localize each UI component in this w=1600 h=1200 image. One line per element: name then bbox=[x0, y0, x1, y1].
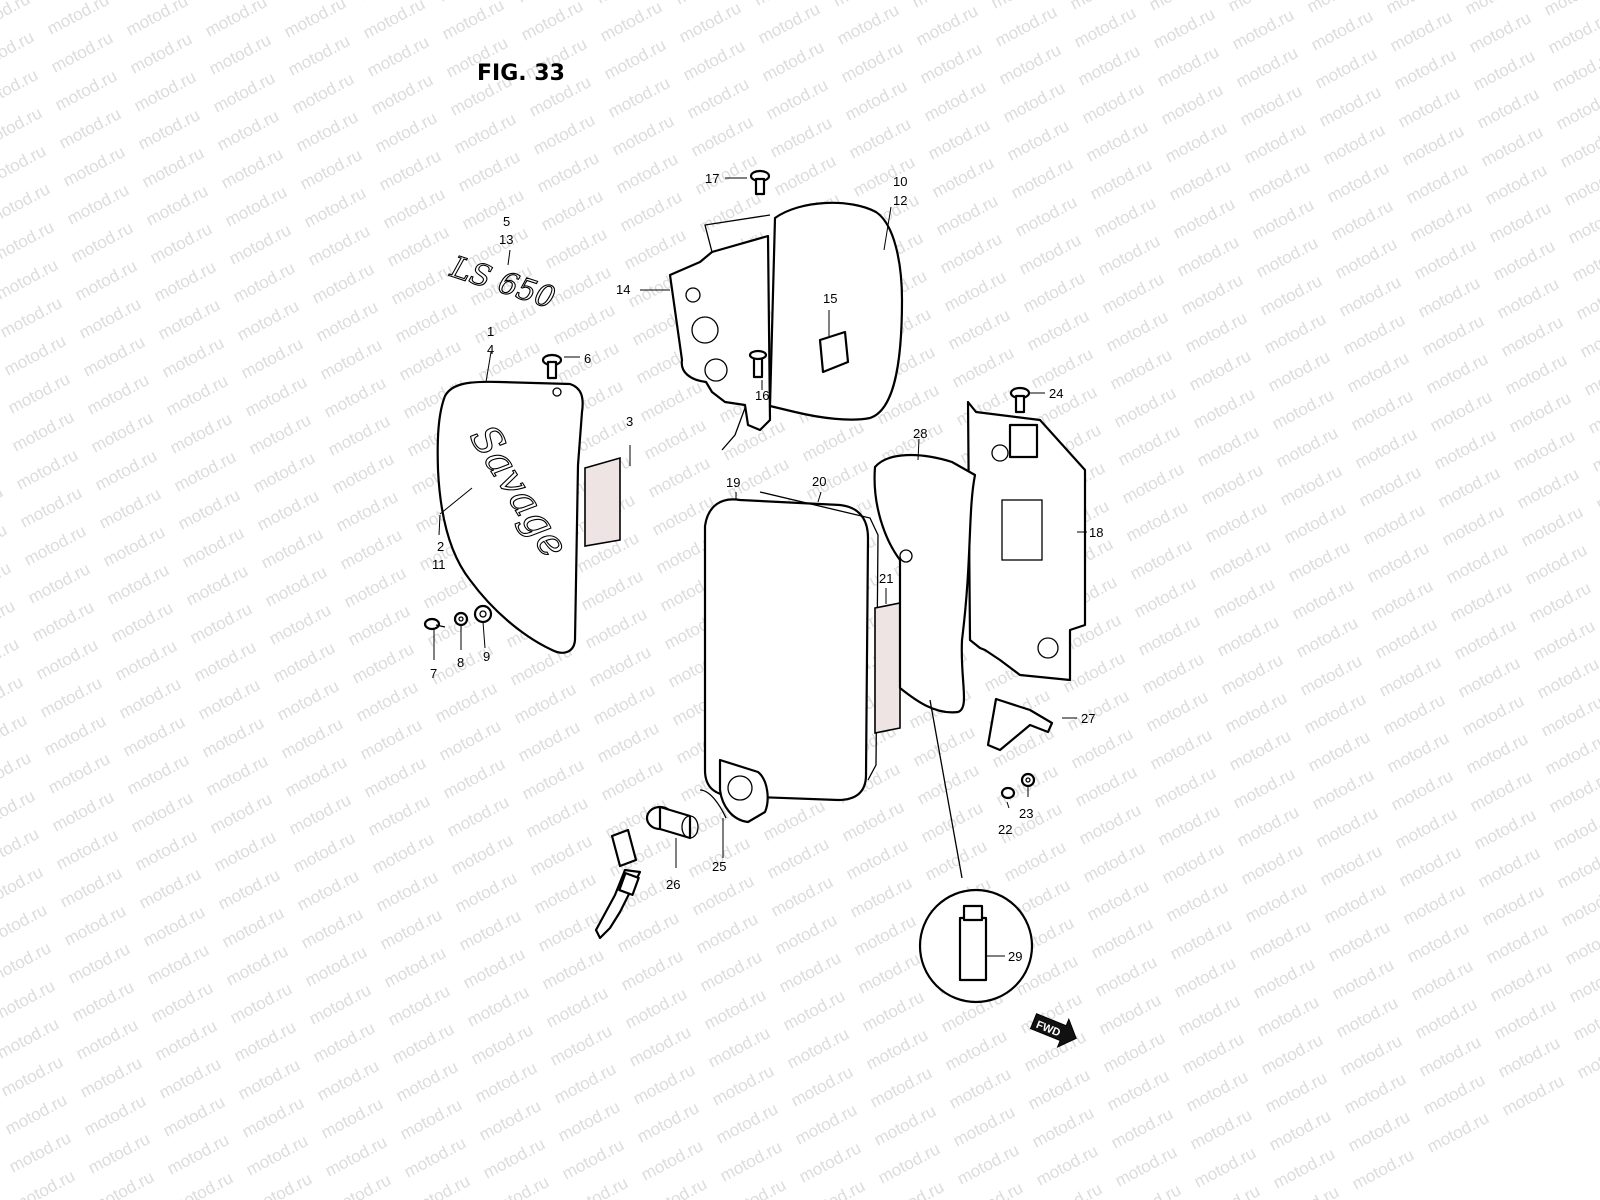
callout-7: 7 bbox=[430, 666, 437, 681]
leader-lines bbox=[433, 177, 1087, 957]
model-badge-emblem: LS 650 bbox=[445, 249, 559, 316]
callout-28: 28 bbox=[913, 426, 927, 441]
callout-23: 23 bbox=[1019, 806, 1033, 821]
callout-14: 14 bbox=[616, 282, 630, 297]
cushion-3 bbox=[584, 456, 621, 547]
callout-1: 1 bbox=[487, 324, 494, 339]
screw-6 bbox=[541, 353, 563, 380]
callout-3: 3 bbox=[626, 414, 633, 429]
frame-cover-10 bbox=[768, 201, 904, 421]
screw-17 bbox=[749, 169, 771, 196]
callout-4: 4 bbox=[487, 342, 494, 357]
cover-28 bbox=[873, 454, 977, 714]
callout-29: 29 bbox=[1008, 949, 1022, 964]
screw-22 bbox=[1000, 786, 1016, 800]
washer-9 bbox=[473, 604, 493, 624]
callout-15: 15 bbox=[823, 291, 837, 306]
callout-22: 22 bbox=[998, 822, 1012, 837]
bracket-14 bbox=[668, 214, 772, 451]
callout-13: 13 bbox=[499, 232, 513, 247]
callout-17: 17 bbox=[705, 171, 719, 186]
callout-16: 16 bbox=[755, 388, 769, 403]
callout-12: 12 bbox=[893, 193, 907, 208]
callout-11: 11 bbox=[432, 557, 446, 572]
cover-28-hole bbox=[899, 549, 913, 563]
callout-26: 26 bbox=[666, 877, 680, 892]
callout-20: 20 bbox=[812, 474, 826, 489]
watermark-text: motod.ru bbox=[0, 444, 2, 492]
screw-24 bbox=[1009, 386, 1031, 414]
clip-27 bbox=[986, 697, 1054, 752]
figure-title: FIG. 33 bbox=[477, 61, 565, 86]
callout-24: 24 bbox=[1049, 386, 1063, 401]
bracket-18 bbox=[966, 400, 1087, 682]
callout-8: 8 bbox=[457, 655, 464, 670]
washer-8 bbox=[453, 611, 469, 627]
key bbox=[594, 828, 642, 940]
tool-box-19 bbox=[703, 498, 870, 802]
screw-7 bbox=[423, 617, 446, 631]
callout-18: 18 bbox=[1089, 525, 1103, 540]
callout-19: 19 bbox=[726, 475, 740, 490]
lock-mount-25 bbox=[699, 758, 769, 824]
callout-5: 5 bbox=[503, 214, 510, 229]
callout-10: 10 bbox=[893, 174, 907, 189]
callout-21: 21 bbox=[879, 571, 893, 586]
callout-labels: 17 10 12 5 13 14 15 1 4 6 16 24 3 28 19 … bbox=[430, 171, 1103, 964]
gasket-20 bbox=[759, 491, 879, 781]
clip-15 bbox=[818, 330, 850, 374]
detail-inset-29 bbox=[918, 699, 1034, 1004]
lock-cylinder-26 bbox=[645, 805, 699, 840]
callout-2: 2 bbox=[437, 539, 444, 554]
callout-27: 27 bbox=[1081, 711, 1095, 726]
callout-6: 6 bbox=[584, 351, 591, 366]
side-cover-left: Savage bbox=[436, 380, 584, 654]
bolt-16 bbox=[748, 349, 768, 379]
callout-25: 25 bbox=[712, 859, 726, 874]
callout-9: 9 bbox=[483, 649, 490, 664]
washer-23 bbox=[1020, 772, 1036, 788]
pad-21 bbox=[874, 602, 901, 734]
